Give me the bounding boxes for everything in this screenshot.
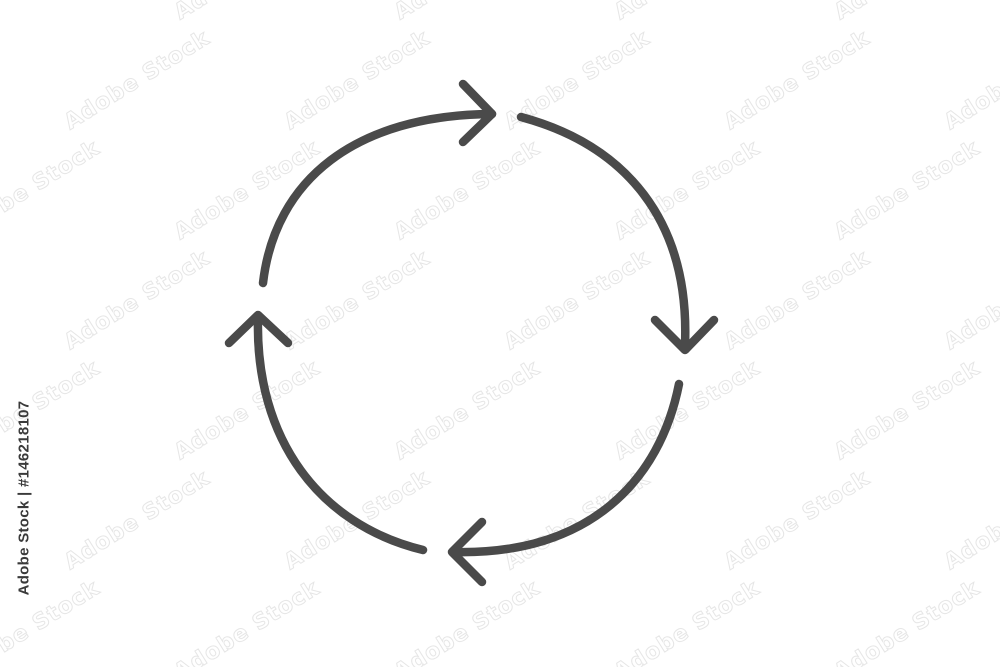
watermark-tile: Adobe Stock	[0, 136, 105, 246]
watermark-tile: Adobe Stock	[170, 356, 325, 466]
watermark-tile: Adobe Stock	[720, 466, 875, 576]
watermark-tile: Adobe Stock	[390, 576, 545, 667]
watermark-tile: Adobe Stock	[720, 26, 875, 136]
arrow-arc-bottom	[450, 379, 684, 557]
watermark-tile: Adobe Stock	[720, 246, 875, 356]
arrowhead-up-icon	[224, 310, 293, 348]
watermark-tile: Adobe Stock	[170, 576, 325, 667]
arrow-arc-left	[253, 313, 428, 555]
watermark-tile: Adobe Stock	[830, 136, 985, 246]
watermark-tile: Adobe Stock	[60, 26, 215, 136]
watermark-tile: Adobe Stock	[500, 246, 655, 356]
watermark-tile: Adobe Stock	[940, 246, 1000, 356]
watermark-tile: Adobe Stock	[830, 356, 985, 466]
watermark-tile: Adobe Stock	[610, 136, 765, 246]
arrow-arc-top	[258, 109, 497, 288]
watermark-tile: Adobe Stock	[830, 0, 985, 25]
arrowhead-left-icon	[447, 517, 487, 587]
arrowhead-down-icon	[650, 315, 719, 355]
watermark-tile: Adobe Stock	[390, 0, 545, 25]
watermark-tile: Adobe Stock	[390, 136, 545, 246]
watermark-tile: Adobe Stock	[830, 576, 985, 667]
watermark-tile: Adobe Stock	[60, 246, 215, 356]
watermark-tile: Adobe Stock	[940, 466, 1000, 576]
watermark-tile: Adobe Stock	[610, 0, 765, 25]
watermark-tile: Adobe Stock	[280, 246, 435, 356]
watermark-tile: Adobe Stock	[610, 356, 765, 466]
watermark-tile: Adobe Stock	[610, 576, 765, 667]
watermark-tile: Adobe Stock	[940, 26, 1000, 136]
watermark-tile: Adobe Stock	[280, 26, 435, 136]
watermark-tile: Adobe Stock	[0, 0, 105, 25]
arrow-arc-right	[516, 112, 690, 350]
watermark-tile: Adobe Stock	[170, 0, 325, 25]
watermark-tile: Adobe Stock	[390, 356, 545, 466]
cycle-arrows-icon	[224, 79, 719, 587]
arrowhead-right-icon	[458, 79, 497, 147]
stock-id-text: Adobe Stock | #146218107	[15, 400, 33, 596]
watermark-tile: Adobe Stock	[60, 466, 215, 576]
stock-id-label: Adobe Stock | #146218107	[10, 401, 38, 596]
